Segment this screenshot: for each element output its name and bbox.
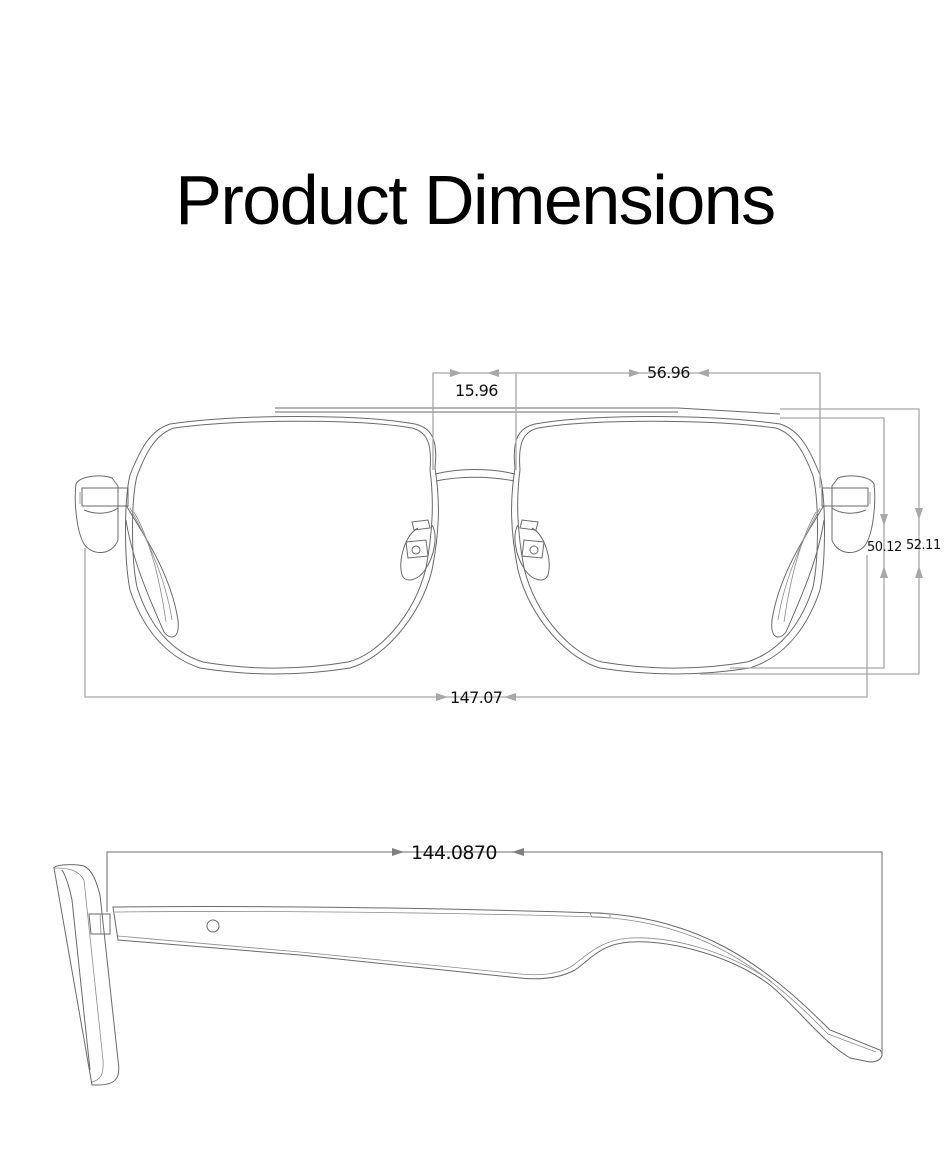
- left-lens-frame: [125, 416, 439, 675]
- frame-height-label: 52.11: [906, 538, 941, 553]
- right-hinge: [771, 475, 876, 638]
- right-nose-pad: [514, 519, 550, 581]
- top-bar: [275, 407, 781, 415]
- lower-bridge: [434, 469, 516, 482]
- front-view: 15.96 56.96 147.07 50.12 52.: [74, 363, 941, 707]
- lens-height-label: 50.12: [867, 540, 902, 555]
- temple-arm: [112, 906, 883, 1063]
- dimension-bridge-width: 15.96: [432, 369, 517, 470]
- left-nose-pad: [400, 519, 436, 581]
- page-title: Product Dimensions: [175, 161, 776, 239]
- lens-width-label: 56.96: [647, 363, 690, 382]
- dimension-frame-height: 52.11: [700, 408, 941, 675]
- side-hinge: [88, 913, 111, 935]
- left-hinge: [74, 475, 179, 638]
- temple-length-label: 144.0870: [411, 842, 497, 864]
- side-view: 144.0870: [53, 842, 883, 1086]
- frame-side-profile: [53, 864, 120, 1086]
- right-lens-frame: [511, 416, 825, 675]
- bridge-width-label: 15.96: [455, 381, 498, 400]
- dimension-temple-length: 144.0870: [106, 842, 883, 1056]
- dimension-total-width: 147.07: [84, 548, 868, 707]
- dimension-lens-height: 50.12: [730, 417, 902, 669]
- total-width-label: 147.07: [450, 688, 502, 707]
- dimension-lens-width: 56.96: [516, 363, 821, 488]
